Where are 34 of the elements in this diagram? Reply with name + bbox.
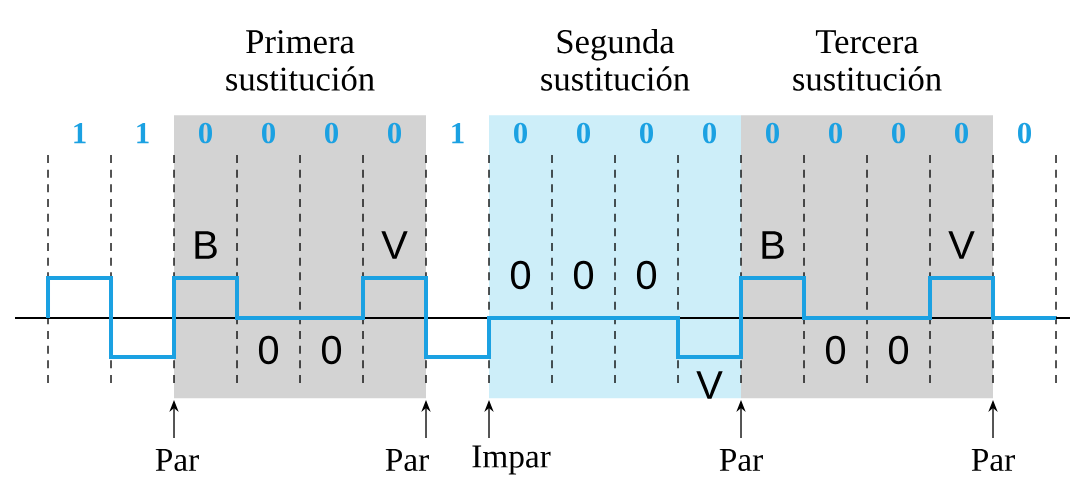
node-label: Tercera sustitución <box>793 30 942 91</box>
parity-label: Par <box>155 448 199 472</box>
node-label: Segunda sustitución <box>541 29 690 91</box>
bit-value: 0 <box>577 122 590 144</box>
parity-label: Impar <box>472 445 551 475</box>
parity-label: Par <box>971 448 1015 472</box>
pulse-label: 0 <box>573 260 594 290</box>
pulse-label: 0 <box>510 260 531 290</box>
pulse-label: B <box>762 231 784 259</box>
bit-value: 0 <box>892 122 905 144</box>
pulse-label: 0 <box>636 260 657 290</box>
bit-value: 1 <box>74 122 86 144</box>
bit-value: 0 <box>955 122 968 144</box>
bit-value: 0 <box>640 122 653 144</box>
bit-value: 0 <box>325 122 338 144</box>
pulse-label: 0 <box>321 335 342 365</box>
pulse-label: B <box>195 231 217 259</box>
pulse-label: 0 <box>888 335 909 365</box>
pulse-label: 0 <box>258 335 279 365</box>
bit-value: 0 <box>766 122 779 144</box>
parity-label: Par <box>719 448 763 472</box>
bit-value: 0 <box>829 122 842 144</box>
pulse-label: V <box>948 231 975 259</box>
pulse-label: 0 <box>825 335 846 365</box>
bit-value: 1 <box>452 122 464 144</box>
bit-value: 0 <box>703 122 716 144</box>
bit-value: 0 <box>388 122 401 144</box>
bit-value: 0 <box>262 122 275 144</box>
pulse-label: V <box>381 231 408 259</box>
bit-value: 0 <box>514 122 527 144</box>
pulse-label: V <box>696 371 723 399</box>
parity-label: Par <box>385 448 429 472</box>
node-label: Primera sustitución <box>226 30 375 91</box>
bit-value: 0 <box>199 122 212 144</box>
